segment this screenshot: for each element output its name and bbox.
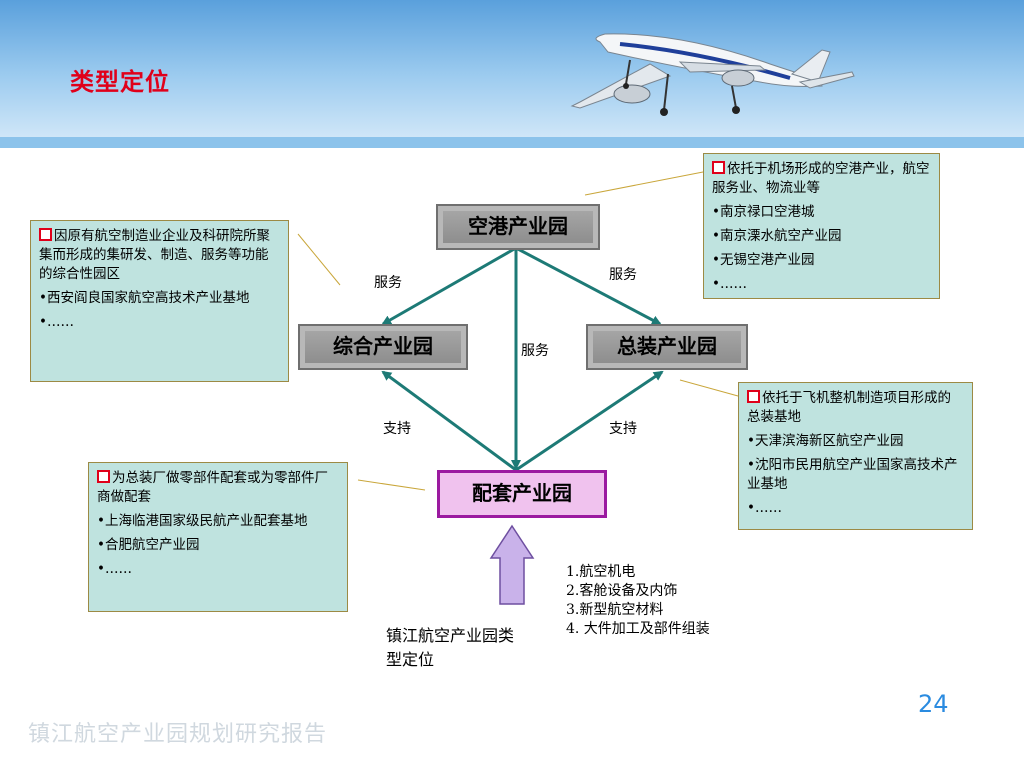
info-comprehensive-item: •…… bbox=[39, 314, 74, 330]
page-title: 类型定位 bbox=[70, 68, 170, 96]
info-supporting-item: •合肥航空产业园 bbox=[97, 537, 200, 553]
info-box-supporting: 为总装厂做零部件配套或为零部件厂商做配套 •上海临港国家级民航产业配套基地 •合… bbox=[88, 462, 348, 612]
arrow-airport-to-assembly bbox=[515, 246, 662, 326]
up-arrow-icon bbox=[489, 524, 535, 605]
info-assembly-item: •…… bbox=[747, 500, 782, 516]
info-airport-item: •…… bbox=[712, 276, 747, 292]
info-airport-desc: 依托于机场形成的空港产业，航空服务业、物流业等 bbox=[712, 161, 930, 196]
arrow-airport-to-comprehensive bbox=[381, 246, 517, 326]
zhenjiang-focus-list: 1.航空机电 2.客舱设备及内饰 3.新型航空材料 4. 大件加工及部件组装 bbox=[566, 563, 710, 639]
list-item: 1.航空机电 bbox=[566, 564, 636, 580]
checkbox-square-icon bbox=[712, 161, 725, 174]
header-strip bbox=[0, 137, 1024, 148]
info-supporting-item: •上海临港国家级民航产业配套基地 bbox=[97, 513, 308, 529]
info-box-airport: 依托于机场形成的空港产业，航空服务业、物流业等 •南京禄口空港城 •南京溧水航空… bbox=[703, 153, 940, 299]
info-supporting-item: •…… bbox=[97, 561, 132, 577]
edge-label-serve-right: 服务 bbox=[609, 267, 637, 283]
info-airport-item: •无锡空港产业园 bbox=[712, 252, 815, 268]
arrow-supporting-to-assembly bbox=[515, 370, 664, 472]
info-airport-item: •南京禄口空港城 bbox=[712, 204, 815, 220]
leader-supporting bbox=[357, 479, 426, 491]
node-comprehensive-park: 综合产业园 bbox=[298, 324, 468, 370]
footer-watermark: 镇江航空产业园规划研究报告 bbox=[28, 722, 328, 747]
list-item: 2.客舱设备及内饰 bbox=[566, 583, 678, 599]
edge-label-support-right: 支持 bbox=[609, 421, 637, 437]
checkbox-square-icon bbox=[39, 228, 52, 241]
leader-assembly bbox=[679, 379, 739, 397]
page-number: 24 bbox=[918, 690, 949, 718]
info-box-comprehensive: 因原有航空制造业企业及科研院所聚集而形成的集研发、制造、服务等功能的综合性园区 … bbox=[30, 220, 289, 382]
node-airport-park: 空港产业园 bbox=[436, 204, 600, 250]
info-airport-item: •南京溧水航空产业园 bbox=[712, 228, 842, 244]
zhenjiang-caption: 镇江航空产业园类型定位 bbox=[386, 626, 515, 669]
node-assembly-park: 总装产业园 bbox=[586, 324, 748, 370]
edge-label-support-left: 支持 bbox=[383, 421, 411, 437]
list-item: 3.新型航空材料 bbox=[566, 602, 664, 618]
info-comprehensive-item: •西安阎良国家航空高技术产业基地 bbox=[39, 290, 250, 306]
leader-comprehensive bbox=[297, 233, 341, 286]
checkbox-square-icon bbox=[97, 470, 110, 483]
airplane-image bbox=[570, 33, 855, 116]
node-supporting-park: 配套产业园 bbox=[437, 470, 607, 518]
info-assembly-item: •沈阳市民用航空产业国家高技术产业基地 bbox=[747, 457, 958, 492]
info-comprehensive-desc: 因原有航空制造业企业及科研院所聚集而形成的集研发、制造、服务等功能的综合性园区 bbox=[39, 228, 270, 282]
info-box-assembly: 依托于飞机整机制造项目形成的总装基地 •天津滨海新区航空产业园 •沈阳市民用航空… bbox=[738, 382, 973, 530]
checkbox-square-icon bbox=[747, 390, 760, 403]
edge-label-serve-left: 服务 bbox=[374, 275, 402, 291]
header-banner bbox=[0, 0, 1024, 137]
list-item: 4. 大件加工及部件组装 bbox=[566, 621, 710, 637]
info-assembly-item: •天津滨海新区航空产业园 bbox=[747, 433, 904, 449]
edge-label-serve-center: 服务 bbox=[521, 343, 549, 359]
info-assembly-desc: 依托于飞机整机制造项目形成的总装基地 bbox=[747, 390, 951, 425]
arrow-supporting-to-comprehensive bbox=[381, 370, 517, 472]
info-supporting-desc: 为总装厂做零部件配套或为零部件厂商做配套 bbox=[97, 470, 328, 505]
leader-airport bbox=[584, 171, 704, 196]
